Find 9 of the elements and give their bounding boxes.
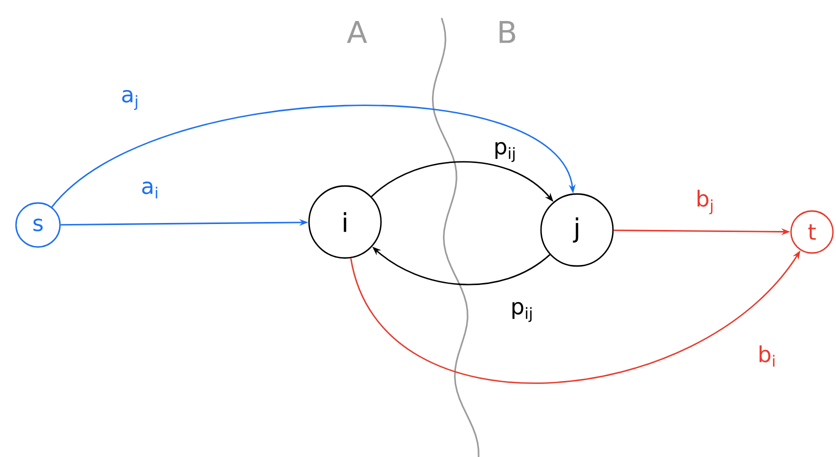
edge-label: a$_{j}$ xyxy=(120,88,140,112)
arrow xyxy=(51,105,576,208)
edge-label: a$_{i}$ xyxy=(140,180,160,200)
edge-label: p$_{ij}$ xyxy=(492,140,518,164)
region-label: B xyxy=(500,21,516,43)
edge-label: b$_{j}$ xyxy=(694,188,716,216)
region-label: A xyxy=(346,21,368,43)
edge-label: p$_{ij}$ xyxy=(510,300,534,324)
edge-label: b$_{i}$ xyxy=(756,344,778,368)
